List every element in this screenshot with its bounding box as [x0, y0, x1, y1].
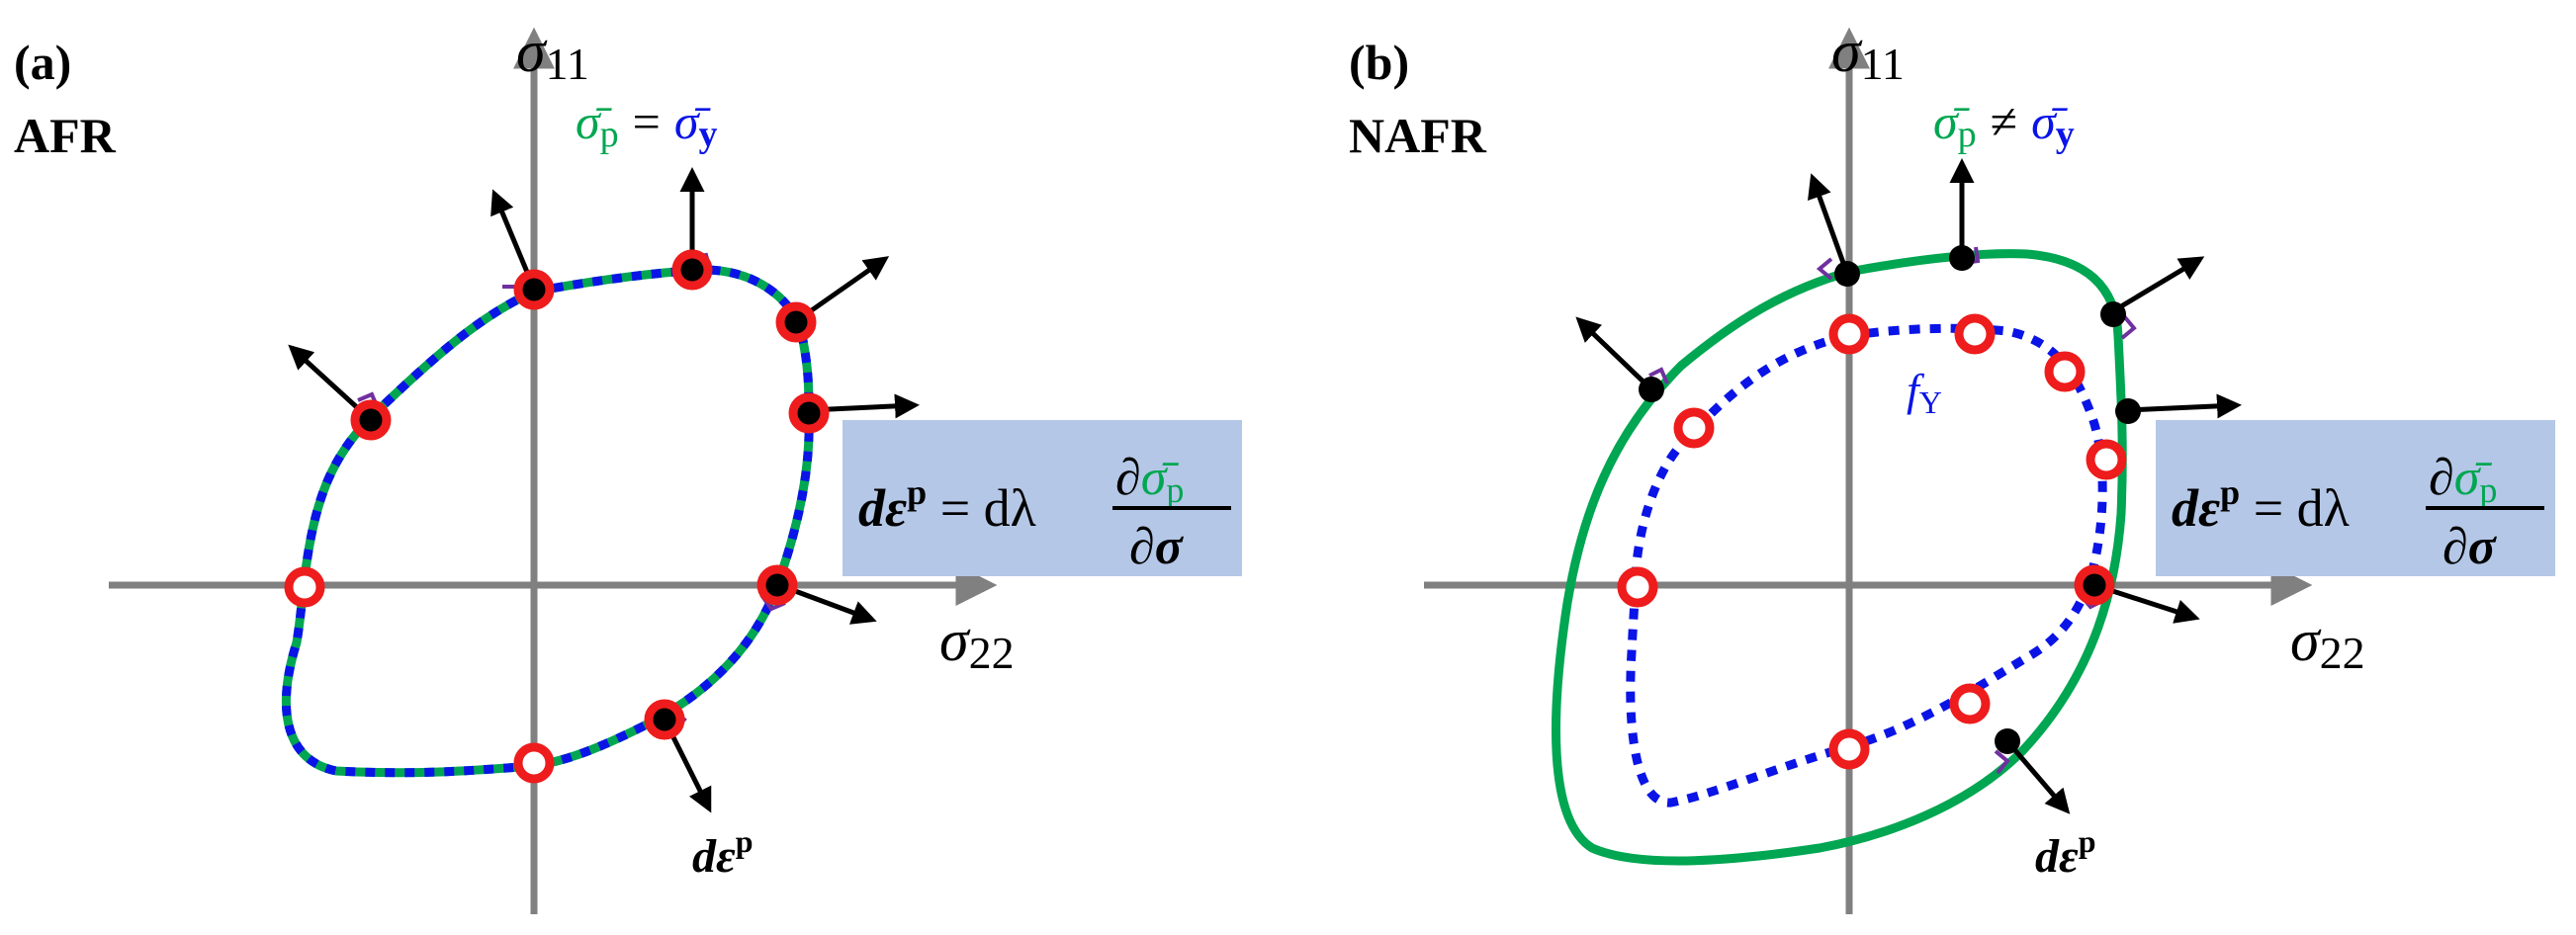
panel-b-arrow-label: dεp	[2035, 823, 2095, 883]
panel-a-flow-rule-denominator: ∂σ	[1129, 519, 1185, 575]
panel-b-point-open	[1949, 683, 1991, 724]
panel-a-name: AFR	[14, 108, 117, 163]
panel-b-point-filled	[1639, 377, 1664, 402]
panel-b-top-equation: σ̄p≠σ̄y	[1933, 94, 2075, 155]
panel-a-top-equation: σ̄p=σ̄y	[576, 94, 718, 155]
panel-b-point-open	[1673, 407, 1715, 449]
panel-a-surface-green	[282, 265, 814, 778]
panel-b-axis-horizontal-label: σ22	[2290, 608, 2365, 678]
panel-b-yield-surface	[1626, 323, 2107, 808]
panel-b-flow-rule-box	[2156, 420, 2555, 576]
panel-b-plastic-potential	[1551, 249, 2127, 866]
panel-a-point-filled	[513, 269, 555, 310]
panel-a-axis-horizontal-label: σ22	[939, 608, 1015, 678]
panel-b-points-open	[1617, 313, 2127, 770]
panel-b-arrow-5	[1575, 316, 1653, 391]
panel-a-surface-blue-dashed	[282, 265, 814, 778]
panel-a: (a) AFR σ11 σ22 σ̄p=σ̄y	[14, 19, 1242, 914]
panel-a-point-open	[513, 742, 555, 784]
panel-b-point-open	[2086, 439, 2127, 480]
panel-a-axis-vertical-label: σ11	[516, 19, 589, 89]
panel-b-point-filled	[1949, 245, 1975, 271]
panel-a-arrow-label: dεp	[692, 823, 753, 883]
panel-b-point-filled	[1995, 728, 2020, 754]
panel-b-point-filled	[1834, 261, 1860, 287]
panel-a-tag: (a)	[14, 35, 71, 90]
panel-a-point-filled	[644, 699, 685, 740]
panel-b-point-open	[1828, 728, 1870, 770]
panel-a-point-open	[284, 566, 325, 608]
panel-b-point-open	[1828, 313, 1870, 355]
panel-b-arrow-3	[2109, 256, 2205, 315]
panel-a-flow-rule-box	[843, 420, 1242, 576]
panel-b-arrow-1	[1808, 173, 1850, 275]
panel-a-point-filled	[756, 564, 798, 606]
panel-b-name: NAFR	[1349, 108, 1487, 163]
panel-b-axis-vertical-label: σ11	[1831, 19, 1905, 89]
panel-a-point-filled	[350, 399, 392, 441]
panel-a-points	[284, 249, 830, 784]
panel-a-flow-rule-lhs: dεp = dλ	[858, 472, 1036, 538]
panel-b-arrow-7	[2005, 739, 2071, 814]
panel-b-flow-rule-denominator: ∂σ	[2443, 519, 2498, 575]
panel-b-tag: (b)	[1349, 35, 1409, 90]
panel-b-point-filled	[2100, 301, 2126, 327]
panel-b-point-open	[1954, 313, 1996, 355]
panel-a-normal-arrows	[288, 167, 920, 813]
panel-b-points-filled	[1639, 245, 2141, 754]
panel-b-flow-rule-lhs: dεp = dλ	[2172, 472, 2350, 538]
panel-b-point-open	[2044, 351, 2086, 392]
panel-b-point-open-red-ring	[2074, 564, 2115, 606]
panel-b: (b) NAFR σ11 σ22 σ̄p≠σ̄y fY	[1349, 19, 2555, 914]
panel-b-yield-label: fY	[1907, 365, 1942, 420]
panel-b-arrow-4	[2127, 393, 2242, 419]
panel-b-point-open	[1617, 566, 1658, 608]
panel-a-flow-rule-numerator: ∂σ̄p	[1115, 450, 1184, 510]
panel-a-point-filled	[775, 301, 817, 343]
panel-a-point-filled	[788, 392, 830, 434]
panel-a-point-filled	[671, 249, 713, 291]
panel-b-point-filled	[2115, 398, 2141, 424]
panel-a-right-angle-markers	[357, 252, 816, 733]
